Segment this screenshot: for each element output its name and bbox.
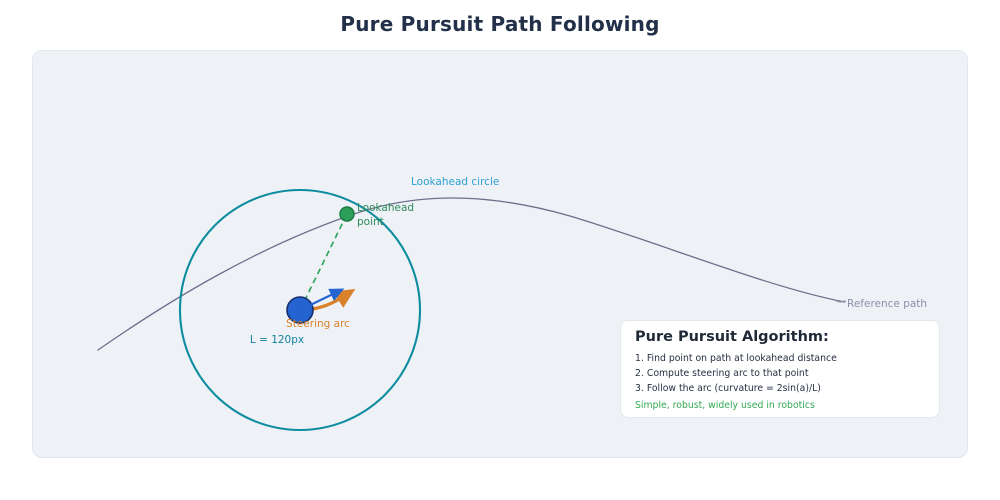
algorithm-step-3: 3. Follow the arc (curvature = 2sin(a)/L… <box>635 383 821 395</box>
lookahead-connector-line <box>299 213 348 311</box>
reference-path-curve <box>97 197 846 351</box>
lookahead-point-label-line2: point <box>357 216 384 228</box>
algorithm-info-card: Pure Pursuit Algorithm: 1. Find point on… <box>620 320 940 418</box>
lookahead-point-label-line1: Lookahead <box>357 202 414 214</box>
lookahead-circle <box>178 188 422 432</box>
lookahead-distance-label: L = 120px <box>250 334 304 346</box>
algorithm-step-1: 1. Find point on path at lookahead dista… <box>635 352 837 364</box>
info-card-note: Simple, robust, widely used in robotics <box>635 400 815 412</box>
algorithm-step-2: 2. Compute steering arc to that point <box>635 367 809 379</box>
reference-path-leader-icon <box>833 299 846 303</box>
lookahead-circle-label: Lookahead circle <box>411 176 499 188</box>
steering-arc-label: Steering arc <box>286 318 350 330</box>
lookahead-point <box>339 206 355 222</box>
page-title: Pure Pursuit Path Following <box>340 12 660 36</box>
robot-heading-arrow <box>299 288 345 311</box>
info-card-title: Pure Pursuit Algorithm: <box>635 329 829 345</box>
reference-path-label: Reference path <box>847 298 927 310</box>
